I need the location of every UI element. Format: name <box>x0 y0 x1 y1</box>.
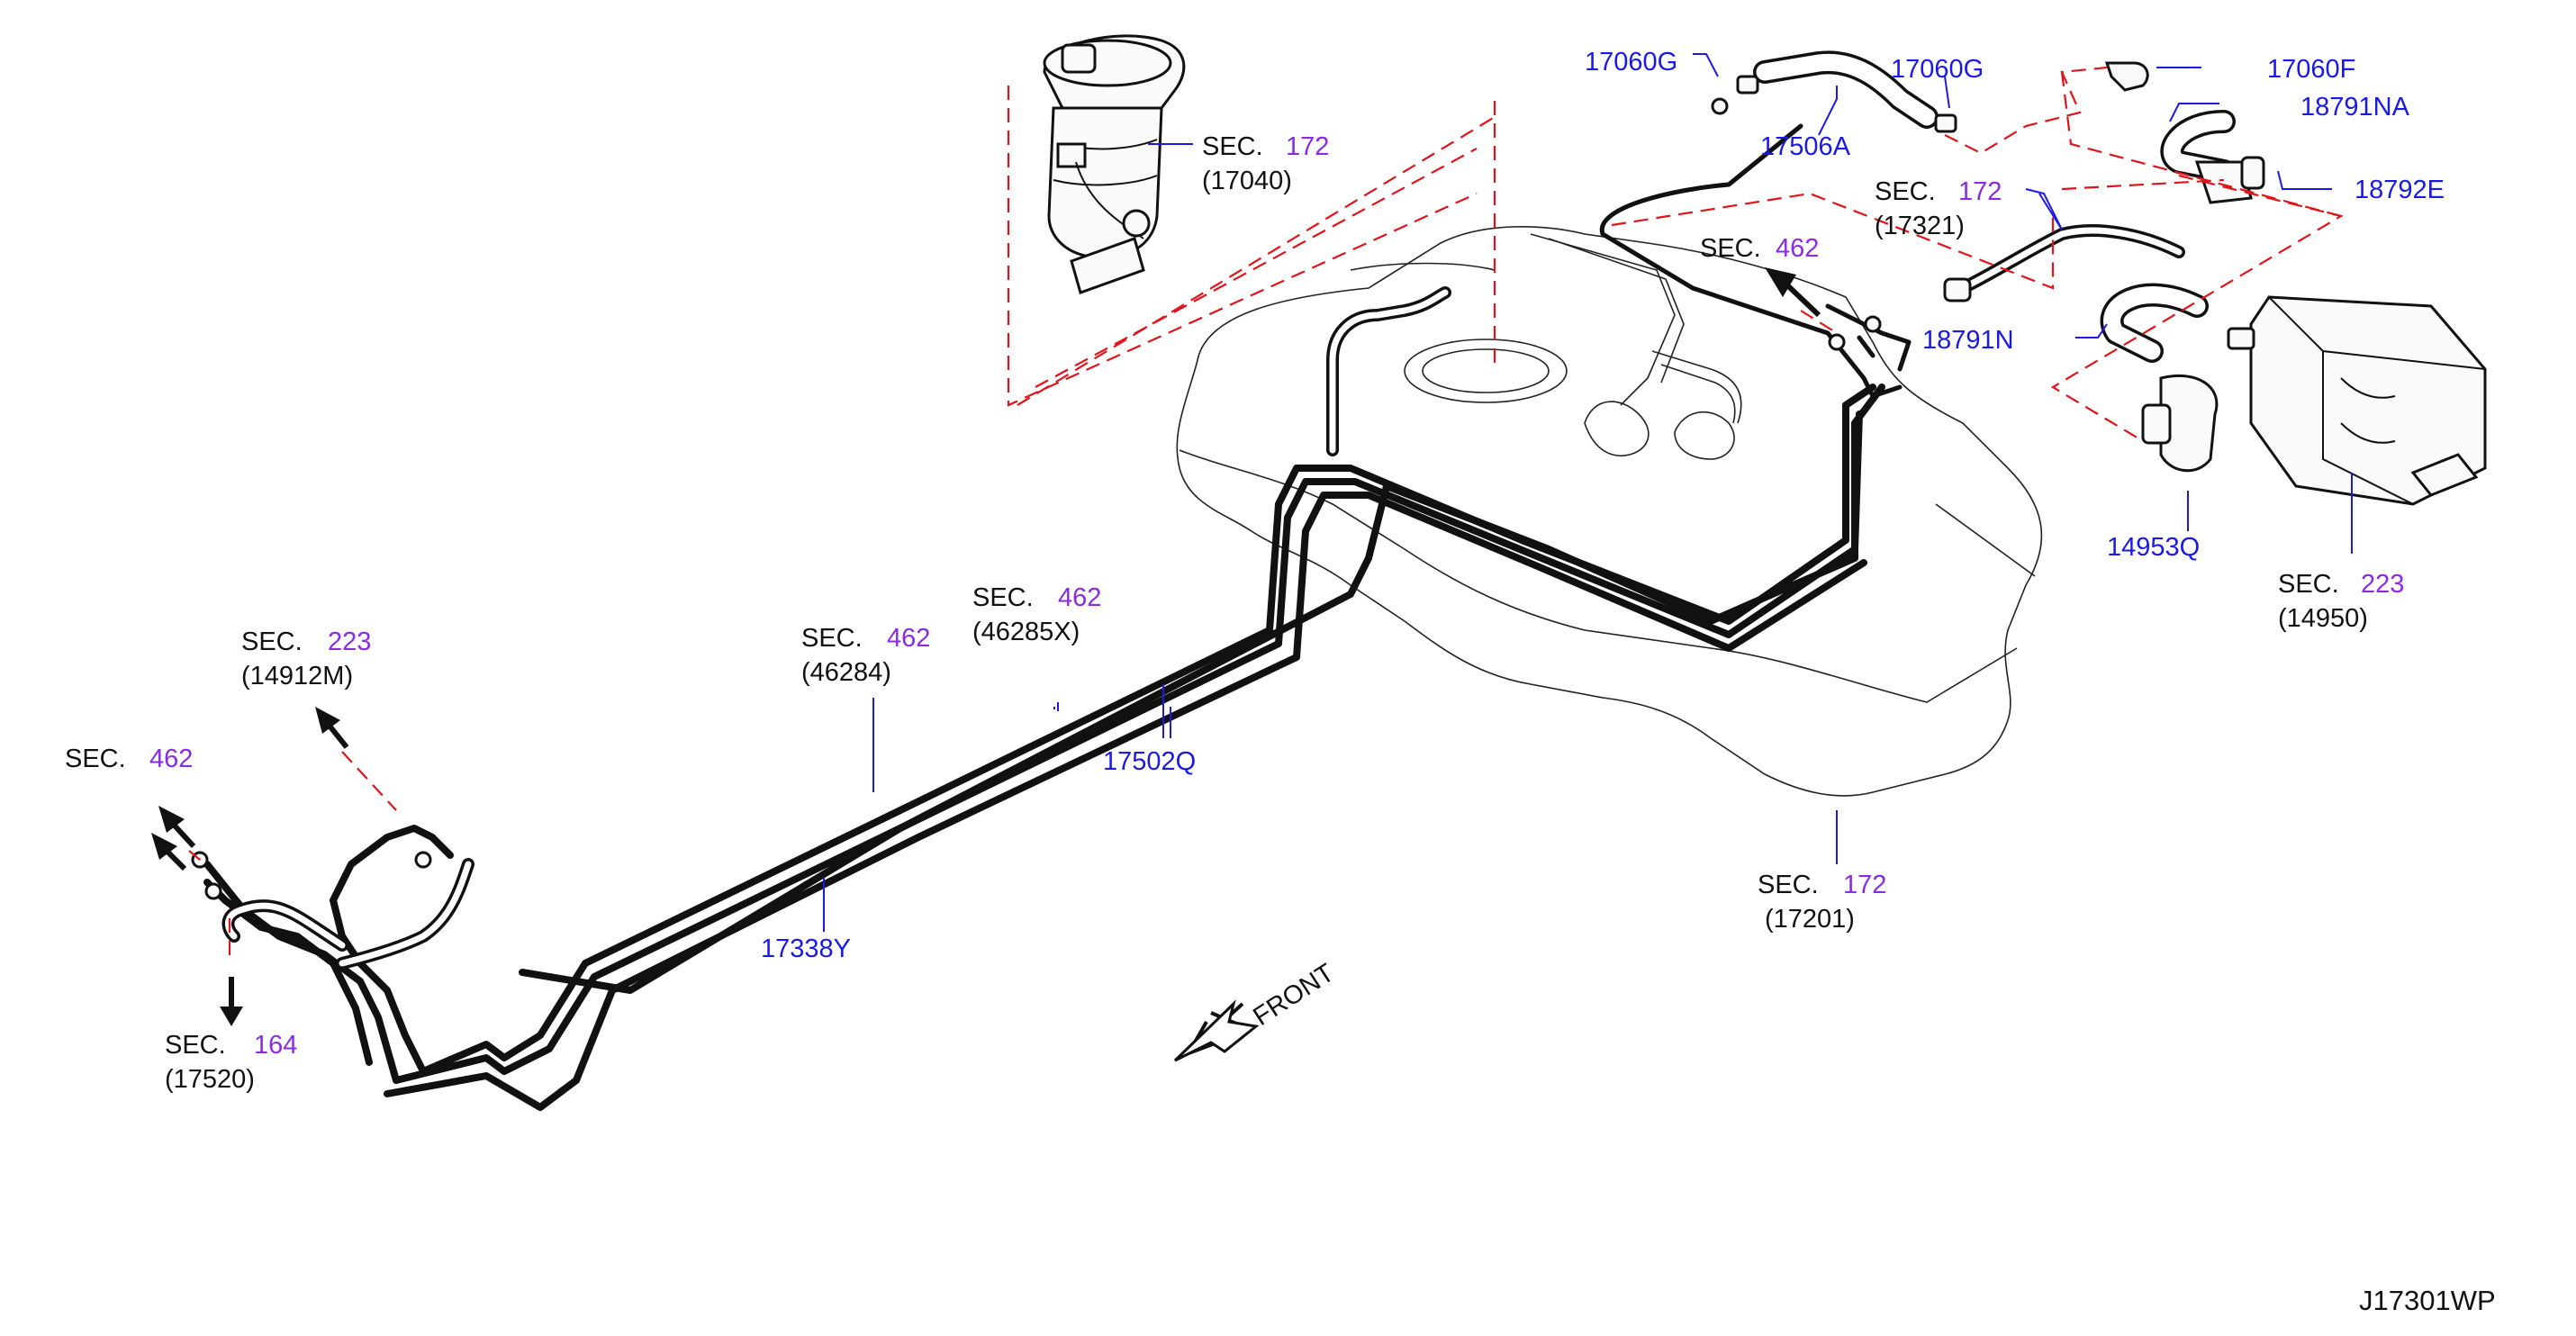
svg-text:(14912M): (14912M) <box>241 662 353 691</box>
part-label-18791NA: 18791NA <box>2300 93 2410 122</box>
svg-text:(46284): (46284) <box>801 658 891 687</box>
svg-text:172: 172 <box>1958 177 2002 206</box>
front-label: FRONT <box>1248 958 1339 1031</box>
svg-text:462: 462 <box>887 624 930 653</box>
svg-text:(46285X): (46285X) <box>972 618 1080 646</box>
diagram-code: J17301WP <box>2359 1285 2496 1316</box>
evap-hoses <box>1736 50 2487 506</box>
arrow-sec-462-left-b-head <box>151 833 177 860</box>
callout-sec-172-17201: SEC. 172 (17201) <box>1758 871 1886 934</box>
svg-text:(17321): (17321) <box>1875 212 1965 240</box>
callout-sec-462-46285x: SEC. 462 (46285X) <box>972 583 1101 646</box>
callout-sec-172-17040: SEC. 172 (17040) <box>1202 132 1329 195</box>
svg-text:462: 462 <box>1058 583 1101 612</box>
part-label-17060F: 17060F <box>2267 55 2355 84</box>
svg-text:SEC.: SEC. <box>241 627 303 656</box>
svg-text:SEC.: SEC. <box>2278 570 2339 599</box>
callout-sec-164-17520: SEC. 164 (17520) <box>165 1031 297 1094</box>
part-label-14953Q: 14953Q <box>2107 533 2200 562</box>
svg-text:(14950): (14950) <box>2278 604 2368 633</box>
arrow-sec-223 <box>326 723 349 749</box>
svg-text:SEC.: SEC. <box>1700 234 1761 263</box>
arrow-sec-223-head <box>315 707 340 734</box>
part-label-18792E: 18792E <box>2355 176 2445 204</box>
arrow-sec-462-left-a-head <box>158 806 185 833</box>
main-fuel-pipe-bundle <box>191 97 1912 1111</box>
svg-text:SEC.: SEC. <box>1875 177 1936 206</box>
part-label-17502Q: 17502Q <box>1103 747 1196 776</box>
svg-text:164: 164 <box>254 1031 297 1060</box>
svg-text:462: 462 <box>149 745 193 773</box>
reference-lines <box>188 66 2344 963</box>
fuel-pump-assembly <box>1043 34 1186 294</box>
svg-text:223: 223 <box>2361 570 2404 599</box>
svg-text:223: 223 <box>328 627 371 656</box>
arrow-sec-164-head <box>220 1007 243 1026</box>
part-label-17060G-right: 17060G <box>1891 55 1984 84</box>
part-label-17060G-left: 17060G <box>1585 48 1677 77</box>
callout-sec-172-17321: SEC. 172 (17321) <box>1875 177 2002 240</box>
callout-sec-462-left: SEC. 462 <box>65 745 193 773</box>
arrow-sec-462-top-head <box>1765 267 1796 297</box>
callout-sec-462-top: SEC. 462 <box>1700 234 1819 263</box>
svg-text:SEC.: SEC. <box>1202 132 1263 161</box>
svg-text:SEC.: SEC. <box>165 1031 226 1060</box>
part-label-18791N: 18791N <box>1922 326 2014 355</box>
svg-text:(17201): (17201) <box>1765 905 1855 934</box>
leader-lines <box>823 53 2353 932</box>
svg-text:SEC.: SEC. <box>801 624 863 653</box>
svg-text:172: 172 <box>1286 132 1329 161</box>
direction-arrows <box>151 267 1821 1062</box>
part-number-labels: 17060G 17060G 17060F 18791NA 17506A 1879… <box>761 48 2445 963</box>
svg-text:172: 172 <box>1843 871 1886 899</box>
svg-text:SEC.: SEC. <box>972 583 1034 612</box>
callout-sec-462-46284: SEC. 462 (46284) <box>801 624 930 687</box>
svg-text:(17040): (17040) <box>1202 167 1292 195</box>
arrow-sec-462-left-a <box>170 821 196 849</box>
arrow-sec-462-left-b <box>164 848 187 871</box>
front-arrow-outline <box>1173 999 1260 1062</box>
svg-text:(17520): (17520) <box>165 1065 255 1094</box>
callout-sec-223-14950: SEC. 223 (14950) <box>2278 570 2404 633</box>
fuel-tank <box>1176 226 2043 797</box>
callout-sec-223-14912m: SEC. 223 (14912M) <box>241 627 371 691</box>
part-label-17338Y: 17338Y <box>761 934 851 963</box>
svg-text:462: 462 <box>1776 234 1819 263</box>
svg-text:SEC.: SEC. <box>1758 871 1819 899</box>
svg-text:SEC.: SEC. <box>65 745 126 773</box>
part-label-17506A: 17506A <box>1760 132 1851 161</box>
